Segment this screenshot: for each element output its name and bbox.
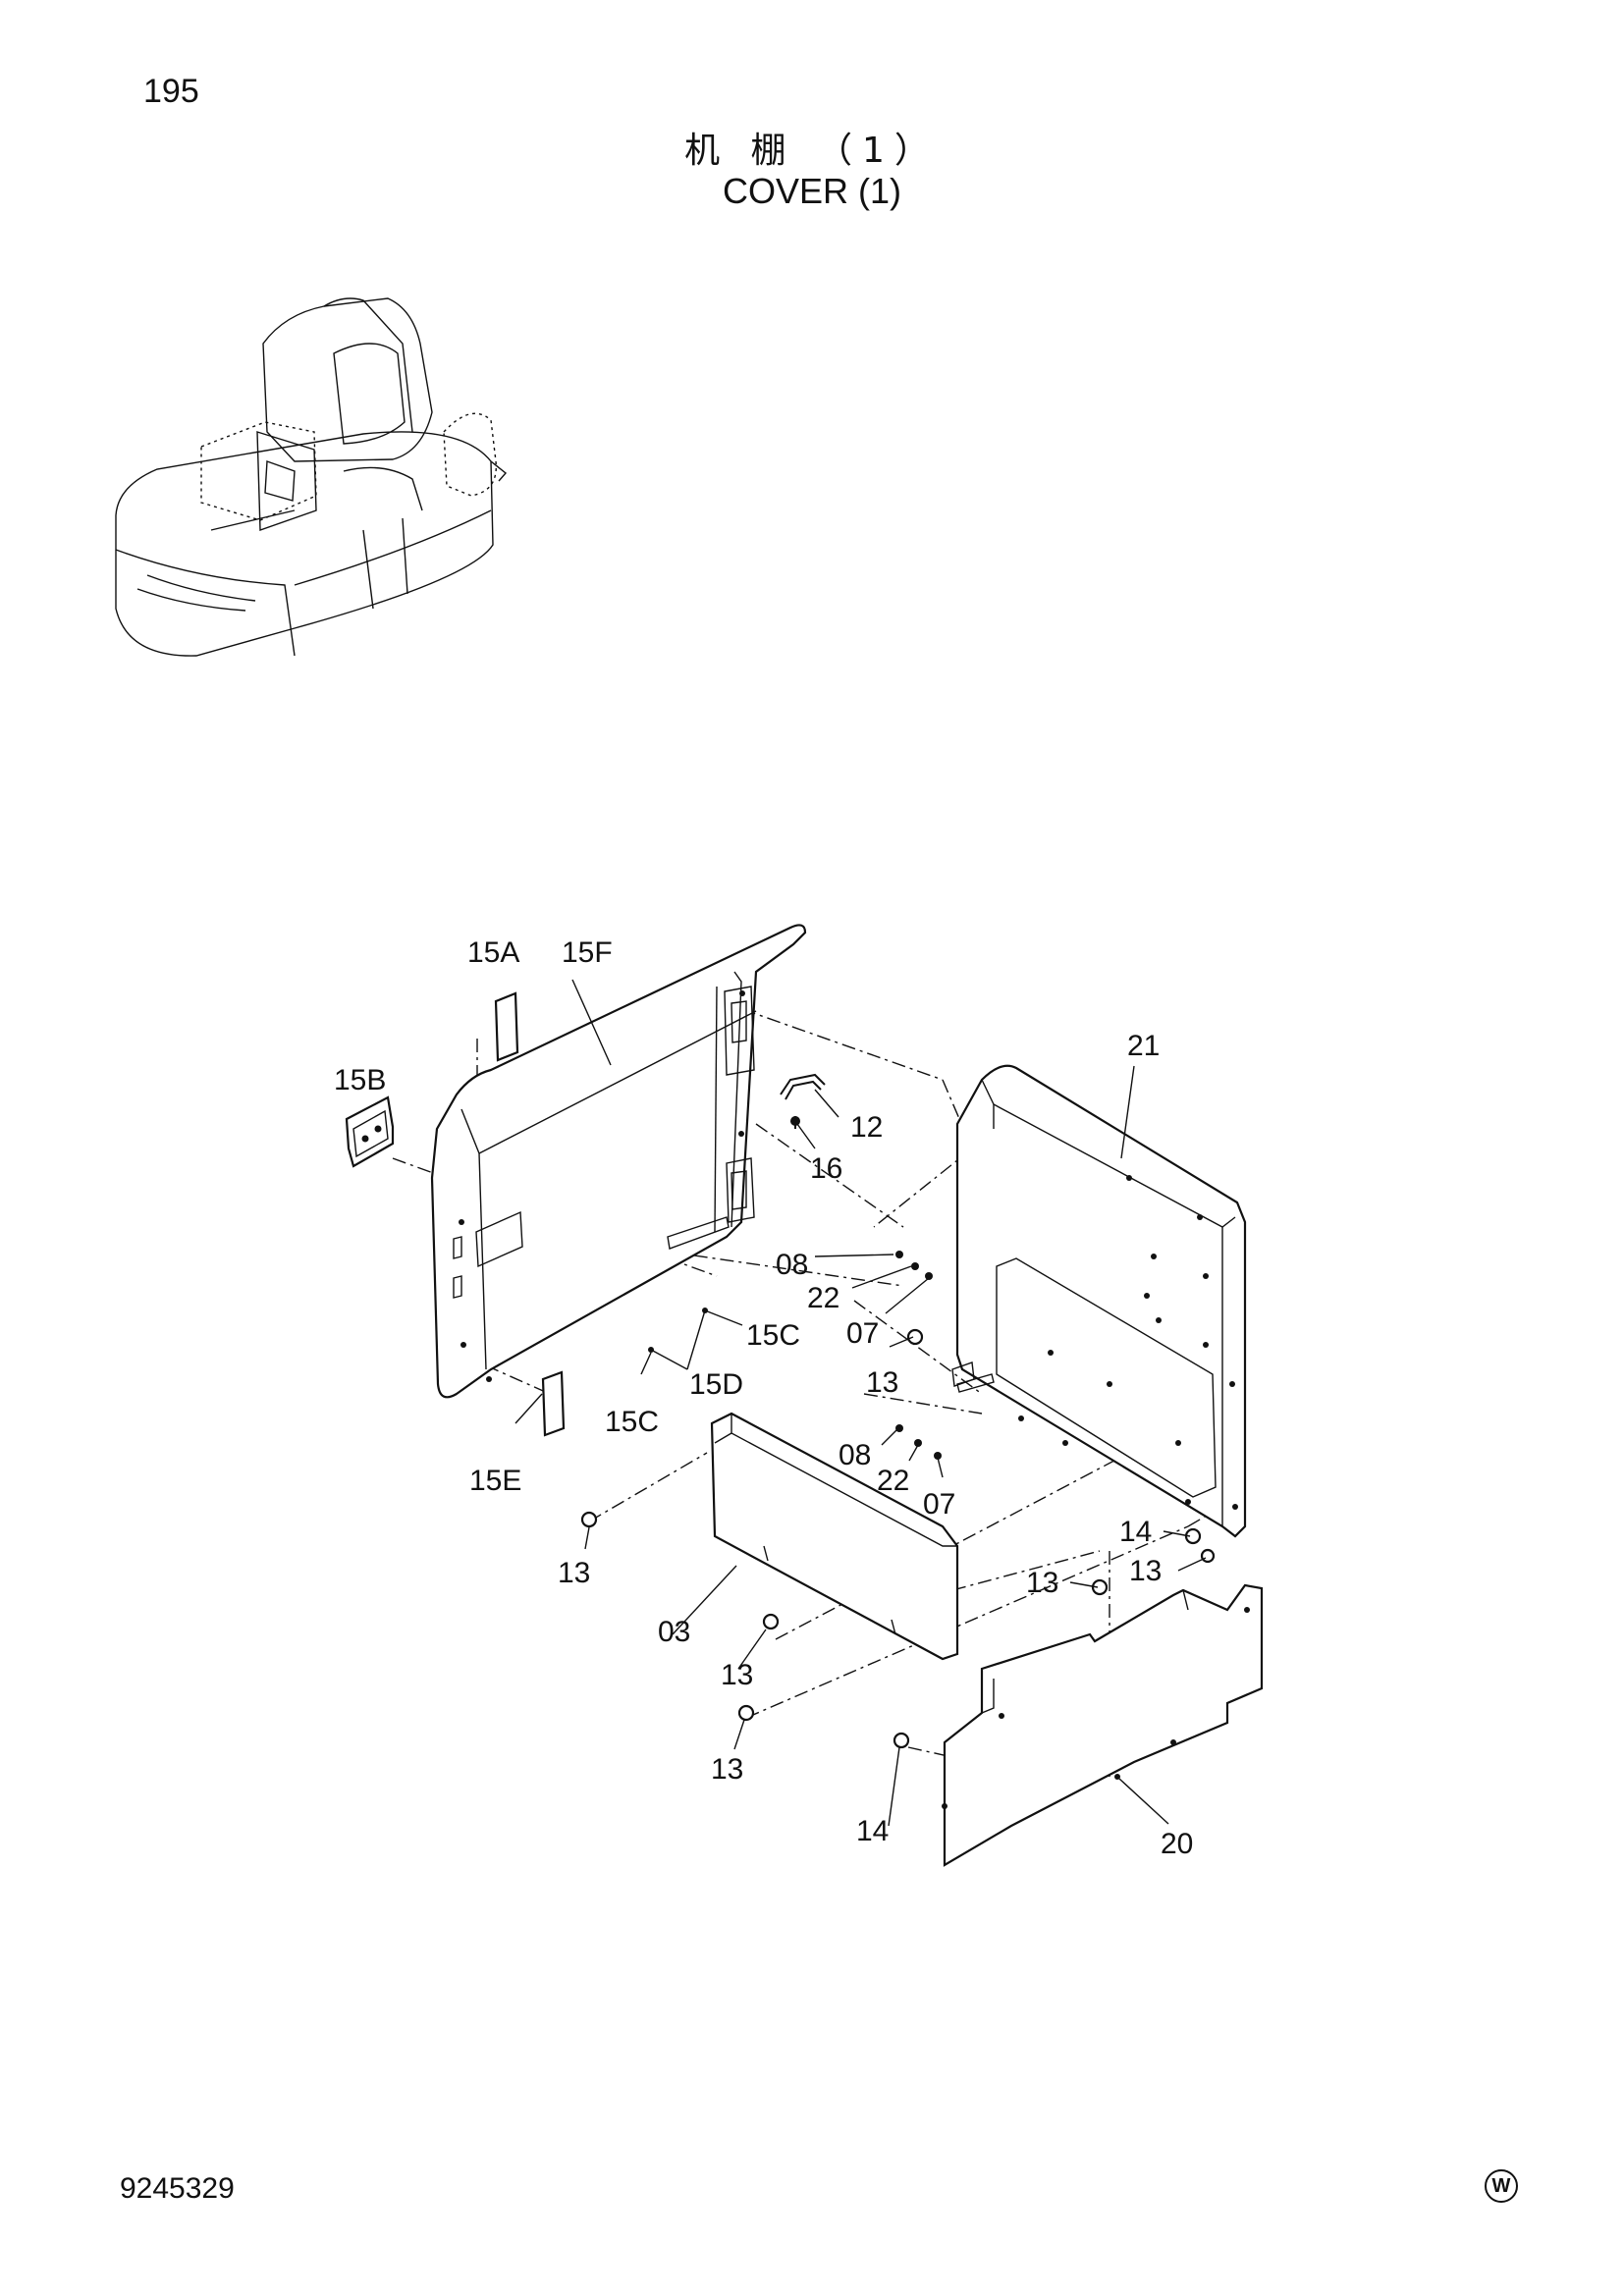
page-number: 195 [143, 73, 199, 110]
callout-22-lower: 22 [877, 1465, 909, 1497]
part-15B-bracket [345, 1095, 395, 1168]
callout-16: 16 [810, 1152, 842, 1185]
part-16-screw [790, 1116, 800, 1129]
callout-22-upper: 22 [807, 1282, 839, 1314]
callout-20: 20 [1161, 1828, 1193, 1860]
callout-15C-lower: 15C [605, 1406, 659, 1438]
part-15A-plate [494, 991, 519, 1062]
machine-overview-thumbnail [115, 297, 508, 657]
part-21-right-panel [951, 1064, 1247, 1538]
callout-15D: 15D [689, 1368, 743, 1401]
callout-07-lower: 07 [923, 1488, 955, 1521]
callout-15F: 15F [562, 936, 613, 969]
hardware-fasteners [580, 1251, 1216, 1749]
callout-13-upper: 13 [866, 1366, 898, 1399]
callout-21: 21 [1127, 1030, 1160, 1062]
part-12-handle [780, 1073, 826, 1100]
callout-08-lower: 08 [839, 1439, 871, 1471]
part-15F-inner-panel [430, 924, 807, 1399]
callout-13-left: 13 [558, 1557, 590, 1589]
title-chinese: 机 棚 （1） [684, 131, 940, 171]
callout-08-upper: 08 [776, 1249, 808, 1281]
document-number: 9245329 [120, 2172, 235, 2205]
callout-labels: 15A 15F 15B 21 12 16 08 22 07 15C 13 15D… [334, 936, 1193, 1860]
callout-15E: 15E [469, 1465, 521, 1497]
callout-14-right: 14 [1119, 1516, 1152, 1548]
callout-13-lower-a: 13 [721, 1659, 753, 1691]
callout-13-lower-b: 13 [711, 1753, 743, 1786]
callout-13-right: 13 [1129, 1555, 1162, 1587]
footer-circled-mark: W [1485, 2169, 1518, 2203]
part-03-lower-panel [710, 1412, 959, 1661]
title-english: COVER (1) [722, 171, 902, 211]
part-15E-plate [541, 1370, 566, 1437]
part-20-lower-panel [942, 1583, 1264, 1867]
callout-15A: 15A [467, 936, 519, 969]
callout-15B: 15B [334, 1064, 386, 1096]
callout-15C-upper: 15C [746, 1319, 800, 1352]
callout-13-middle: 13 [1026, 1567, 1058, 1599]
callout-leaders [514, 979, 1207, 1827]
callout-07-upper: 07 [846, 1317, 879, 1350]
callout-03: 03 [658, 1616, 690, 1648]
callout-14-lower: 14 [856, 1815, 889, 1847]
callout-12: 12 [850, 1111, 883, 1144]
